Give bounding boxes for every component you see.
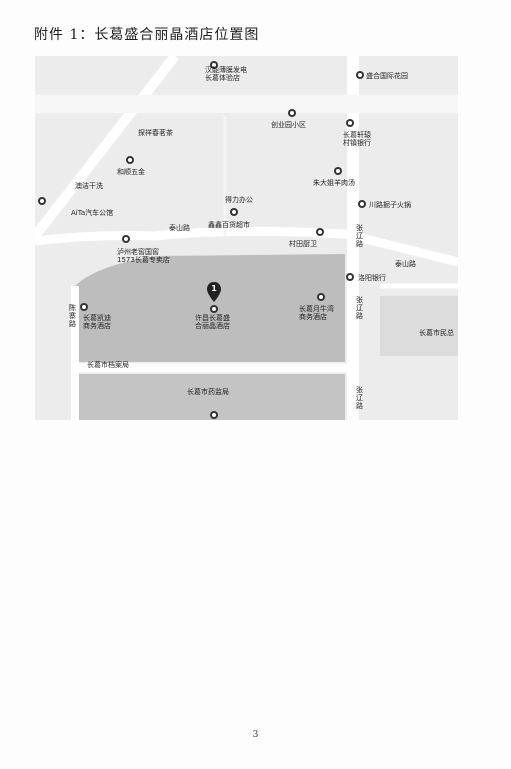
road-label: 张 辽 路: [356, 224, 363, 248]
map-label: 朱大姐羊肉汤: [313, 179, 355, 187]
map-label: 和顺五金: [117, 168, 145, 176]
map-label: 创业园小区: [271, 121, 306, 129]
map-label: 川路掘子火锅: [369, 201, 411, 209]
map-label: 长葛月牛湾 商务酒店: [299, 305, 334, 321]
road-label: 张 辽 路: [356, 296, 363, 320]
poi-icon[interactable]: [345, 272, 355, 282]
map-label: 长葛市药监局: [187, 388, 229, 396]
page-number: 3: [252, 730, 259, 740]
map-pin-icon: [207, 282, 221, 302]
road-label: 泰山路: [395, 260, 416, 268]
poi-icon[interactable]: [121, 234, 131, 244]
right-lower-block: [380, 296, 458, 356]
road-label: 泰山路: [169, 224, 190, 232]
map-label: 洛阳银行: [358, 274, 386, 282]
road-taishan: [35, 226, 458, 267]
poi-icon[interactable]: [315, 227, 325, 237]
road-label: 张 辽 路: [356, 386, 363, 410]
map-label: 鑫鑫百货超市: [208, 221, 250, 229]
poi-icon[interactable]: [79, 302, 89, 312]
map-label: 探祥春茗茶: [138, 129, 173, 137]
poi-icon[interactable]: [316, 292, 326, 302]
map-base: [35, 56, 458, 420]
poi-icon[interactable]: [209, 410, 219, 420]
hotel-pin-marker[interactable]: 1: [206, 281, 222, 303]
poi-icon[interactable]: [355, 70, 365, 80]
poi-icon[interactable]: [287, 108, 297, 118]
poi-icon[interactable]: [357, 199, 367, 209]
page-heading: 附件 1：长葛盛合丽晶酒店位置图: [34, 27, 260, 43]
map-label: 许昌长葛盛 合丽晶酒店: [195, 314, 230, 330]
map-label: 汉能薄膜发电 长葛体验店: [205, 66, 247, 82]
poi-icon[interactable]: [209, 304, 219, 314]
road-label: 陈 寨 路: [69, 304, 76, 328]
poi-icon[interactable]: [125, 155, 135, 165]
map-label: 长葛凯迪 商务酒店: [83, 314, 111, 330]
map-label: 村田厨卫: [289, 240, 317, 248]
poi-icon[interactable]: [37, 196, 47, 206]
road-diagonal: [35, 56, 179, 240]
map-label: AiTa汽车公馆: [71, 209, 114, 217]
map-label: 盛合国际花园: [366, 72, 408, 80]
poi-icon[interactable]: [333, 166, 343, 176]
map-label: 泸州老窖国窖 1573长葛专卖店: [117, 248, 170, 264]
map-label: 澳洁干洗: [75, 182, 103, 190]
lower-left-block: [75, 374, 345, 420]
poi-icon[interactable]: [345, 118, 355, 128]
poi-icon[interactable]: [229, 207, 239, 217]
map-label: 长葛轩辕 村镇银行: [343, 131, 371, 147]
map-label: 得力办公: [225, 196, 253, 204]
hotel-block: [75, 254, 345, 362]
map-label: 长葛市民总: [419, 329, 454, 337]
pin-number: 1: [211, 284, 217, 293]
location-map[interactable]: 1 汉能薄膜发电 长葛体验店 盛合国际花园 探祥春茗茶 创业园小区 长葛轩辕 村…: [35, 56, 458, 420]
poi-icon[interactable]: [209, 60, 219, 70]
map-label: 长葛市档案局: [87, 361, 129, 369]
